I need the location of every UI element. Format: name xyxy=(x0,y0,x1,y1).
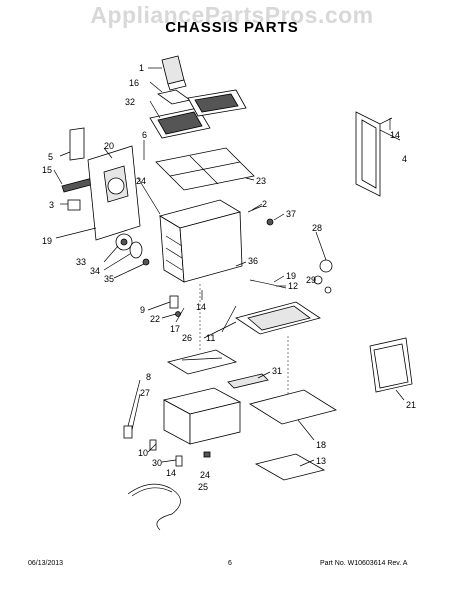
callout-3: 3 xyxy=(49,200,54,210)
callout-8: 8 xyxy=(146,372,151,382)
footer-part-number: Part No. W10603614 Rev. A xyxy=(320,560,408,567)
part-frame-32 xyxy=(149,107,211,139)
callout-18: 18 xyxy=(316,440,326,450)
callout-28: 28 xyxy=(312,223,322,233)
part-drawer-10 xyxy=(162,387,242,445)
footer-page-number: 6 xyxy=(228,560,232,567)
part-bracket-9 xyxy=(169,295,179,309)
callout-32: 32 xyxy=(125,97,135,107)
callout-14-bottom: 14 xyxy=(166,468,176,478)
footer-date: 06/13/2013 xyxy=(28,560,64,567)
page-title: CHASSIS PARTS xyxy=(165,19,299,36)
part-vent-31 xyxy=(227,373,269,389)
callout-27: 27 xyxy=(140,388,150,398)
part-clip-3 xyxy=(67,199,81,211)
callout-33: 33 xyxy=(76,257,86,267)
callout-21: 21 xyxy=(406,400,416,410)
part-tray-27 xyxy=(166,349,238,375)
part-harness-25 xyxy=(127,483,181,531)
callout-11: 11 xyxy=(206,333,215,343)
part-oven-cavity-24 xyxy=(158,199,243,283)
callout-10: 10 xyxy=(138,448,148,458)
part-frame-rear xyxy=(187,89,247,117)
callout-19: 19 xyxy=(42,236,52,246)
part-fan-33 xyxy=(115,233,133,251)
callout-35: 35 xyxy=(104,274,114,284)
callout-15: 15 xyxy=(42,165,52,175)
part-heat-shield-18 xyxy=(248,389,338,425)
callout-37: 37 xyxy=(286,209,296,219)
callout-16: 16 xyxy=(129,78,139,88)
part-screw-2 xyxy=(247,205,263,213)
callout-1: 1 xyxy=(139,63,144,73)
part-gasket-21 xyxy=(369,337,413,393)
callout-12: 12 xyxy=(288,281,298,291)
part-plate-23 xyxy=(155,147,255,191)
part-plate-11 xyxy=(235,301,321,335)
part-harness-wire xyxy=(131,487,173,497)
callout-labels: 1 16 32 6 20 5 15 24 3 23 19 2 37 33 34 … xyxy=(42,63,416,492)
callout-2: 2 xyxy=(262,199,267,209)
callout-26: 26 xyxy=(182,333,192,343)
callout-9: 9 xyxy=(140,305,145,315)
callout-17: 17 xyxy=(170,324,180,334)
callout-leaders xyxy=(53,67,405,467)
callout-19-right: 19 xyxy=(286,271,296,281)
callout-29: 29 xyxy=(306,275,316,285)
callout-36: 36 xyxy=(248,256,258,266)
callout-24: 24 xyxy=(136,176,146,186)
part-wire-12 xyxy=(249,279,287,289)
callout-14-top: 14 xyxy=(390,130,400,140)
callout-23: 23 xyxy=(256,176,266,186)
callout-14-mid: 14 xyxy=(196,302,206,312)
watermark: AppliancePartsPros.com xyxy=(90,2,374,28)
callout-5: 5 xyxy=(48,152,53,162)
part-motor-34 xyxy=(129,241,150,266)
callout-25: 25 xyxy=(198,482,208,492)
part-connector-24 xyxy=(203,451,211,458)
part-terminal-28 xyxy=(313,259,333,294)
part-back-panel-20 xyxy=(87,145,141,241)
callout-22: 22 xyxy=(150,314,160,324)
callout-20: 20 xyxy=(104,141,114,151)
callout-24-bottom: 24 xyxy=(200,470,210,480)
part-bracket-5 xyxy=(69,127,85,161)
part-nut-37 xyxy=(266,218,274,226)
part-panel-16 xyxy=(157,89,191,105)
part-door-glass-4 xyxy=(355,111,393,197)
callout-13: 13 xyxy=(316,456,326,466)
callout-30: 30 xyxy=(152,458,162,468)
callout-4: 4 xyxy=(402,154,407,164)
part-top-plate xyxy=(161,55,187,91)
callout-31: 31 xyxy=(272,366,282,376)
part-liner-13 xyxy=(254,453,326,481)
callout-34: 34 xyxy=(90,266,100,276)
callout-6: 6 xyxy=(142,130,147,140)
